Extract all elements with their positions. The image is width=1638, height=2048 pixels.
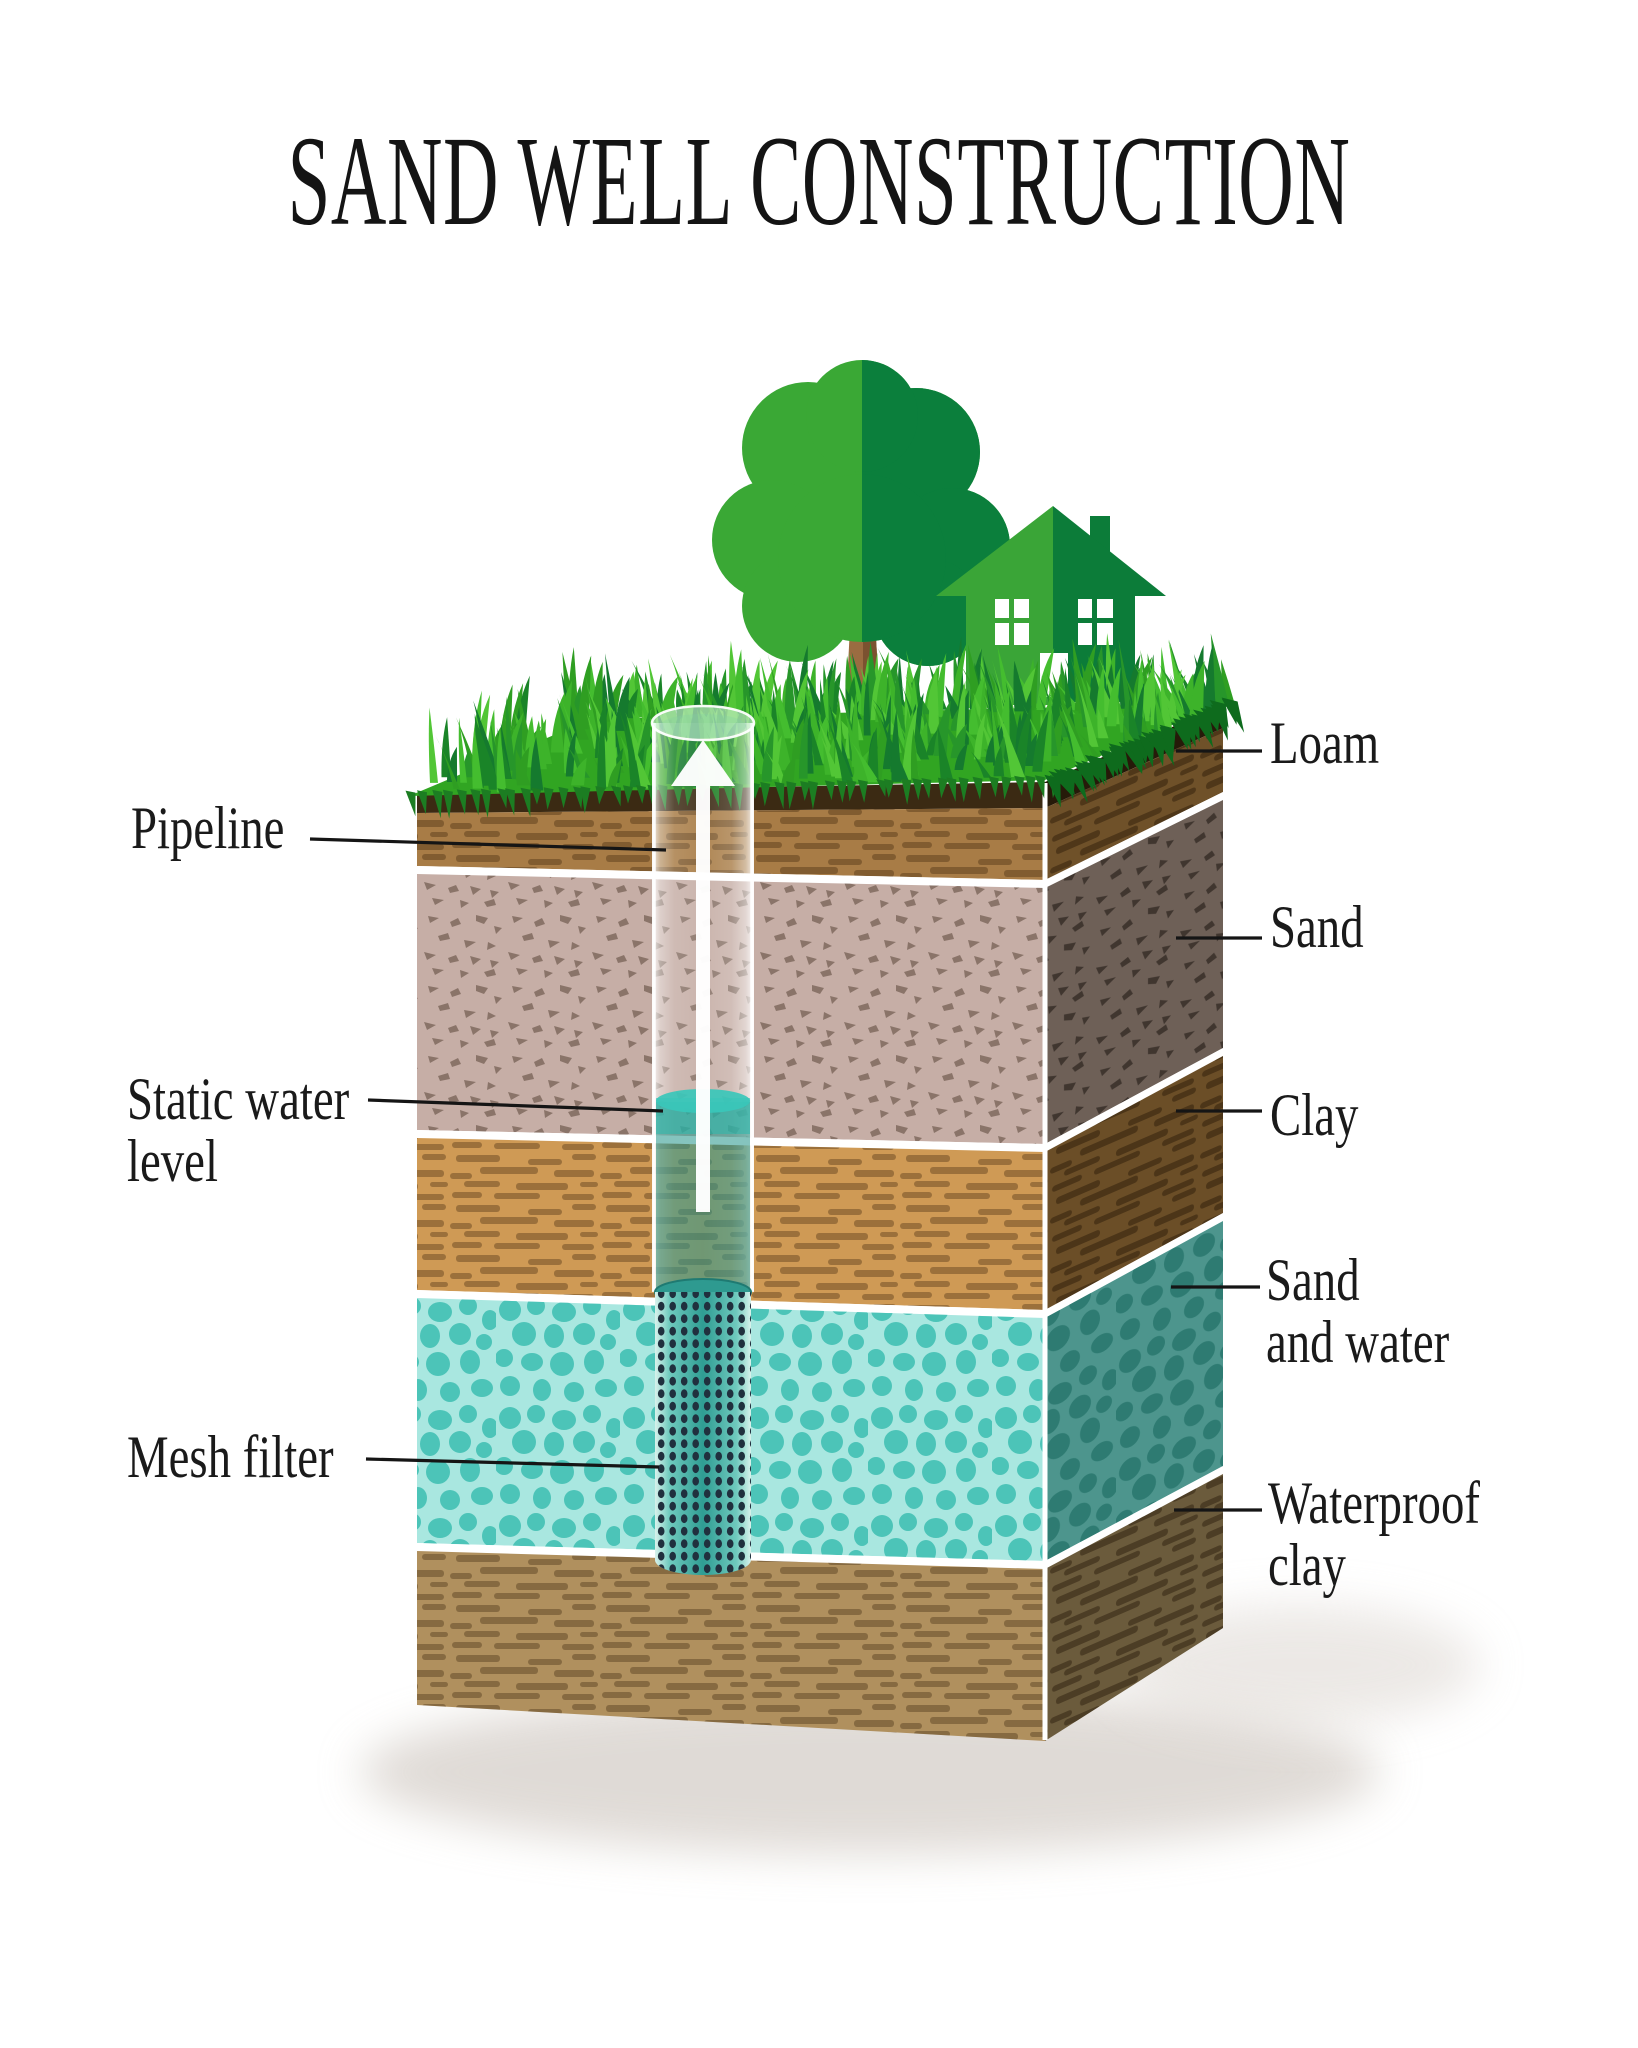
label-line: Sand [1270,894,1364,960]
label-line: Clay [1270,1082,1359,1148]
label-line: Static water [127,1066,350,1132]
leader-pipeline [309,837,667,852]
soil-right-face [1045,705,1223,1741]
label-waterproof-clay: Waterproof clay [1268,1472,1480,1596]
label-pipeline: Pipeline [131,797,284,859]
label-line: Waterproof [1268,1470,1480,1536]
label-line: Sand [1266,1247,1360,1313]
label-line: level [127,1128,218,1194]
well-pipe [650,704,756,1292]
house-window-left [995,599,1029,645]
label-line: Mesh filter [127,1424,334,1490]
label-line: Loam [1270,710,1380,776]
mesh-filter [654,1278,752,1575]
tree-icon [712,360,1010,706]
label-line: Pipeline [131,795,285,861]
label-sand-and-water: Sand and water [1266,1249,1449,1373]
label-mesh-filter: Mesh filter [127,1426,334,1488]
house-roof-left [936,506,1053,596]
leader-mesh-filter [365,1457,660,1469]
label-clay: Clay [1270,1084,1358,1146]
house-roof-right [1053,506,1166,596]
label-loam: Loam [1270,712,1379,774]
label-line: clay [1268,1532,1346,1598]
label-static-water-level: Static water level [127,1068,349,1192]
leader-lines [309,749,1262,1512]
label-sand: Sand [1270,896,1364,958]
leader-static-water-level [367,1098,664,1113]
soil-block [417,705,1223,1741]
page-title: SAND WELL CONSTRUCTION [287,110,1351,252]
up-arrow-icon [671,740,735,1212]
label-line: and water [1266,1309,1450,1375]
